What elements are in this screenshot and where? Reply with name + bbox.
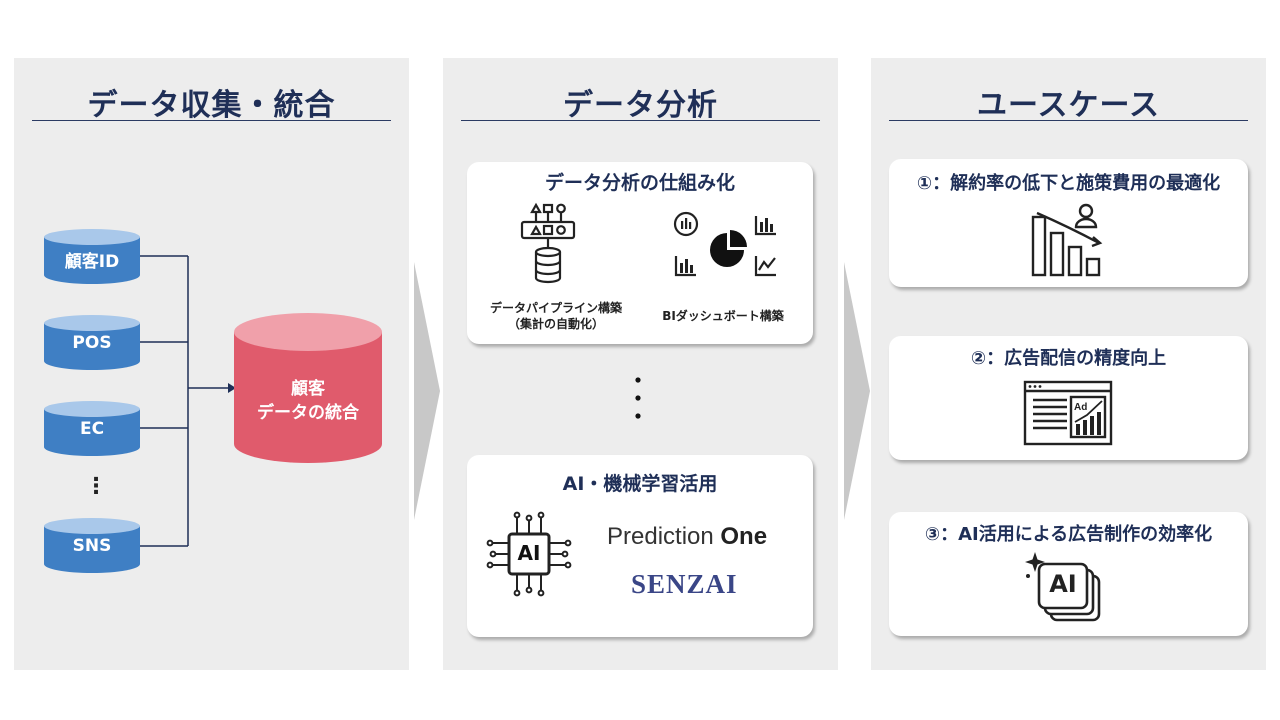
one-text: One xyxy=(720,523,768,550)
pipeline-label-line2: （集計の自動化） xyxy=(507,317,604,331)
connector-lines xyxy=(140,255,236,547)
ellipsis-vertical: ⋮ xyxy=(85,474,107,499)
prediction-text: Prediction xyxy=(607,523,721,550)
cylinder-source-ec xyxy=(44,401,140,456)
panel-data-analysis: データ分析 データ分析の仕組み化 データパイ xyxy=(443,58,838,670)
cylinder-source-id xyxy=(44,229,140,284)
title-underline xyxy=(889,120,1248,121)
panel-use-cases: ユースケース ①：解約率の低下と施策費用の最適化 ②：広告配信の精度向上 xyxy=(871,58,1266,670)
svg-text:Ad: Ad xyxy=(1074,402,1087,413)
senzai-logo: SENZAI xyxy=(631,569,738,599)
source-label-pos: POS xyxy=(72,333,112,353)
prediction-one-logo: Prediction One xyxy=(607,523,767,551)
cylinder-integration xyxy=(234,313,382,463)
usecase-title: ①：解約率の低下と施策費用の最適化 xyxy=(916,173,1221,194)
panel-title: データ収集・統合 xyxy=(87,88,336,123)
cylinder-source-pos xyxy=(44,315,140,370)
card-ai-ml: AI・機械学習活用 AI Prediction One SENZA xyxy=(467,455,813,637)
usecase-title: ②：広告配信の精度向上 xyxy=(970,348,1167,369)
data-pipeline-icon xyxy=(520,202,576,284)
title-underline xyxy=(461,120,820,121)
ai-chip-text: AI xyxy=(517,541,541,565)
chevron-arrow-1 xyxy=(414,262,440,520)
usecase-title: ③：AI活用による広告制作の効率化 xyxy=(924,524,1213,545)
ad-browser-chart-icon: Ad xyxy=(1023,380,1113,446)
source-label-sns: SNS xyxy=(72,536,112,556)
ellipsis-vertical-dots xyxy=(635,377,641,419)
card-title: AI・機械学習活用 xyxy=(562,473,718,495)
cylinder-source-sns xyxy=(44,518,140,573)
usecase-card-3: ③：AI活用による広告制作の効率化 AI xyxy=(889,512,1248,636)
declining-bar-chart-user-icon xyxy=(1031,203,1103,277)
bi-dashboard-label: BIダッシュボート構築 xyxy=(662,309,784,323)
bi-dashboard-icon xyxy=(673,211,776,277)
integration-label-line1: 顧客 xyxy=(291,379,325,399)
panel-data-collection: データ収集・統合 顧客ID POS EC ⋮ SNS xyxy=(14,58,409,670)
ai-card-text: AI xyxy=(1049,570,1077,598)
ai-chip-icon xyxy=(486,511,572,597)
source-label-id: 顧客ID xyxy=(64,252,120,272)
usecase-card-2: ②：広告配信の精度向上 Ad xyxy=(889,336,1248,460)
pipeline-label-line1: データパイプライン構築 xyxy=(489,301,622,315)
card-title: データ分析の仕組み化 xyxy=(544,172,735,194)
integration-label-line2: データの統合 xyxy=(257,403,359,423)
title-underline xyxy=(32,120,391,121)
panel-title: データ分析 xyxy=(563,88,718,123)
ai-sparkle-cards-icon xyxy=(1025,552,1101,622)
panel-title: ユースケース xyxy=(977,88,1160,123)
card-analysis-system: データ分析の仕組み化 データパイプライン構築 （集計の自動化） xyxy=(467,162,813,344)
chevron-arrow-2 xyxy=(844,262,870,520)
usecase-card-1: ①：解約率の低下と施策費用の最適化 xyxy=(889,159,1248,287)
source-label-ec: EC xyxy=(79,419,105,439)
